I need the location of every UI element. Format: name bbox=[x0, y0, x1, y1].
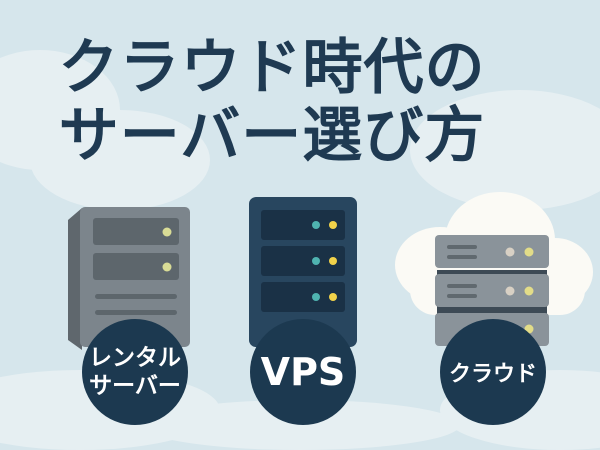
badge-label-line-2: サーバー bbox=[89, 373, 181, 399]
badge-label: クラウド bbox=[448, 362, 537, 387]
badge-label-line-1: レンタル bbox=[89, 345, 181, 371]
badge-rental-server: レンタルサーバー bbox=[82, 319, 188, 425]
badge-label: VPS bbox=[260, 350, 346, 394]
badge-vps: VPS bbox=[250, 319, 356, 425]
title-line-2: サーバー選び方 bbox=[58, 101, 486, 171]
badge-cloud: クラウド bbox=[440, 319, 546, 425]
vps-server-icon bbox=[249, 197, 357, 347]
title-line-1: クラウド時代の bbox=[58, 33, 486, 103]
rental-server-icon bbox=[68, 207, 190, 350]
